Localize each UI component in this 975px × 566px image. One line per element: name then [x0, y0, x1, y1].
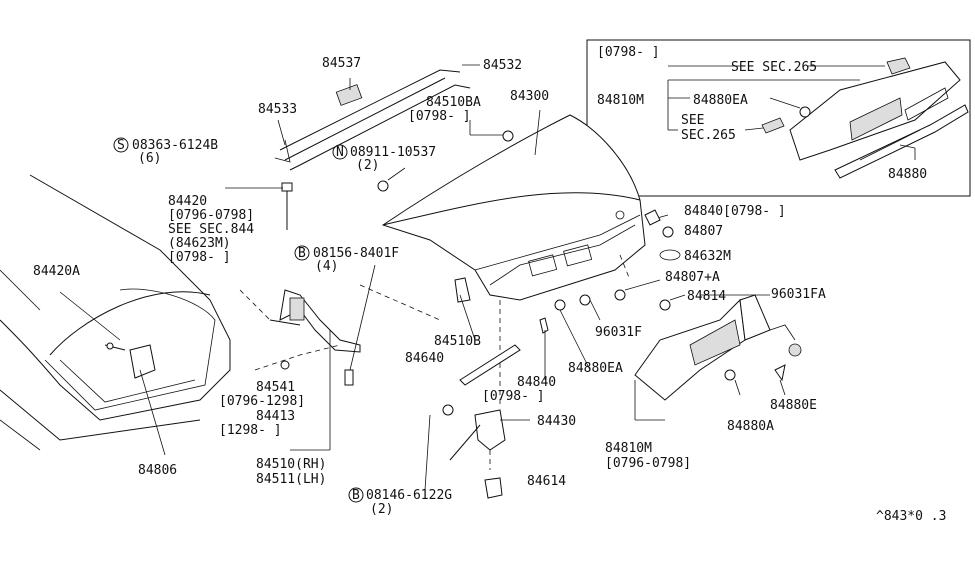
- label-84541-date: [0796-1298]: [219, 394, 305, 409]
- label-84623M: (84623M): [168, 236, 231, 251]
- circled-s-icon: [113, 137, 129, 153]
- label-84532: 84532: [483, 58, 522, 73]
- circled-b-letter-1: B: [298, 246, 306, 261]
- label-84840-date: [0798- ]: [482, 389, 545, 404]
- inset-date: [0798- ]: [597, 45, 660, 60]
- part-labels: 84537 84532 84533 84510BA [0798- ] 84300…: [33, 45, 946, 524]
- torsion-bars: [274, 64, 480, 171]
- label-84510BA: 84510BA: [426, 95, 481, 110]
- label-08911: 08911-10537: [350, 145, 436, 160]
- label-84814: 84814: [687, 289, 726, 304]
- label-84807A: 84807+A: [665, 270, 720, 285]
- label-08156: 08156-8401F: [313, 246, 399, 261]
- label-08146-qty: (2): [370, 502, 393, 517]
- label-84537: 84537: [322, 56, 361, 71]
- label-96031F: 96031F: [595, 325, 642, 340]
- label-84413: 84413: [256, 409, 295, 424]
- inset-panel: [586, 39, 971, 197]
- circled-b-icon-1: [294, 245, 310, 261]
- label-84510RH: 84510(RH): [256, 457, 326, 472]
- label-84420: 84420: [168, 194, 207, 209]
- label-08911-qty: (2): [356, 158, 379, 173]
- circled-n-icon: [332, 144, 348, 160]
- label-84420-see: SEE SEC.844: [168, 222, 254, 237]
- label-84533: 84533: [258, 102, 297, 117]
- label-84614: 84614: [527, 474, 566, 489]
- label-84632M: 84632M: [684, 249, 731, 264]
- garnish-panel: [614, 209, 802, 421]
- label-08363-qty: (6): [138, 151, 161, 166]
- inset-sec-265: SEC.265: [681, 128, 736, 143]
- label-08156-qty: (4): [315, 259, 338, 274]
- label-84810M-date: [0796-0798]: [605, 456, 691, 471]
- label-84640: 84640: [405, 351, 444, 366]
- circled-n-letter: N: [336, 145, 344, 160]
- label-84300: 84300: [510, 89, 549, 104]
- inset-84810M: 84810M: [597, 93, 644, 108]
- car-body-illustration: [0, 174, 231, 456]
- label-96031FA: 96031FA: [771, 287, 826, 302]
- circled-s-letter: S: [117, 138, 125, 153]
- label-84880A: 84880A: [727, 419, 774, 434]
- inset-see: SEE: [681, 113, 704, 128]
- circled-b-icon-2: [348, 487, 364, 503]
- label-08146: 08146-6122G: [366, 488, 452, 503]
- inset-84880: 84880: [888, 167, 927, 182]
- lock-assembly: [424, 277, 601, 499]
- label-84511LH: 84511(LH): [256, 472, 326, 487]
- label-84880EA: 84880EA: [568, 361, 623, 376]
- label-84413-date: [1298- ]: [219, 423, 282, 438]
- reference-code: ^843*0 .3: [876, 509, 946, 524]
- label-84880E: 84880E: [770, 398, 817, 413]
- label-84806: 84806: [138, 463, 177, 478]
- label-84623M-date: [0798- ]: [168, 250, 231, 265]
- label-84420-date: [0796-0798]: [168, 208, 254, 223]
- label-84810M: 84810M: [605, 441, 652, 456]
- label-84430: 84430: [537, 414, 576, 429]
- trunk-lid: [377, 109, 646, 301]
- inset-see-sec-265: SEE SEC.265: [731, 60, 817, 75]
- inset-84880EA: 84880EA: [693, 93, 748, 108]
- label-84510BA-date: [0798- ]: [408, 109, 471, 124]
- label-84541: 84541: [256, 380, 295, 395]
- label-08363: 08363-6124B: [132, 138, 218, 153]
- circled-b-letter-2: B: [352, 488, 360, 503]
- label-84510B: 84510B: [434, 334, 481, 349]
- label-84807: 84807: [684, 224, 723, 239]
- label-84420A: 84420A: [33, 264, 80, 279]
- label-84840: 84840: [517, 375, 556, 390]
- label-84840-right: 84840[0798- ]: [684, 204, 786, 219]
- hinge-assembly: [225, 182, 441, 451]
